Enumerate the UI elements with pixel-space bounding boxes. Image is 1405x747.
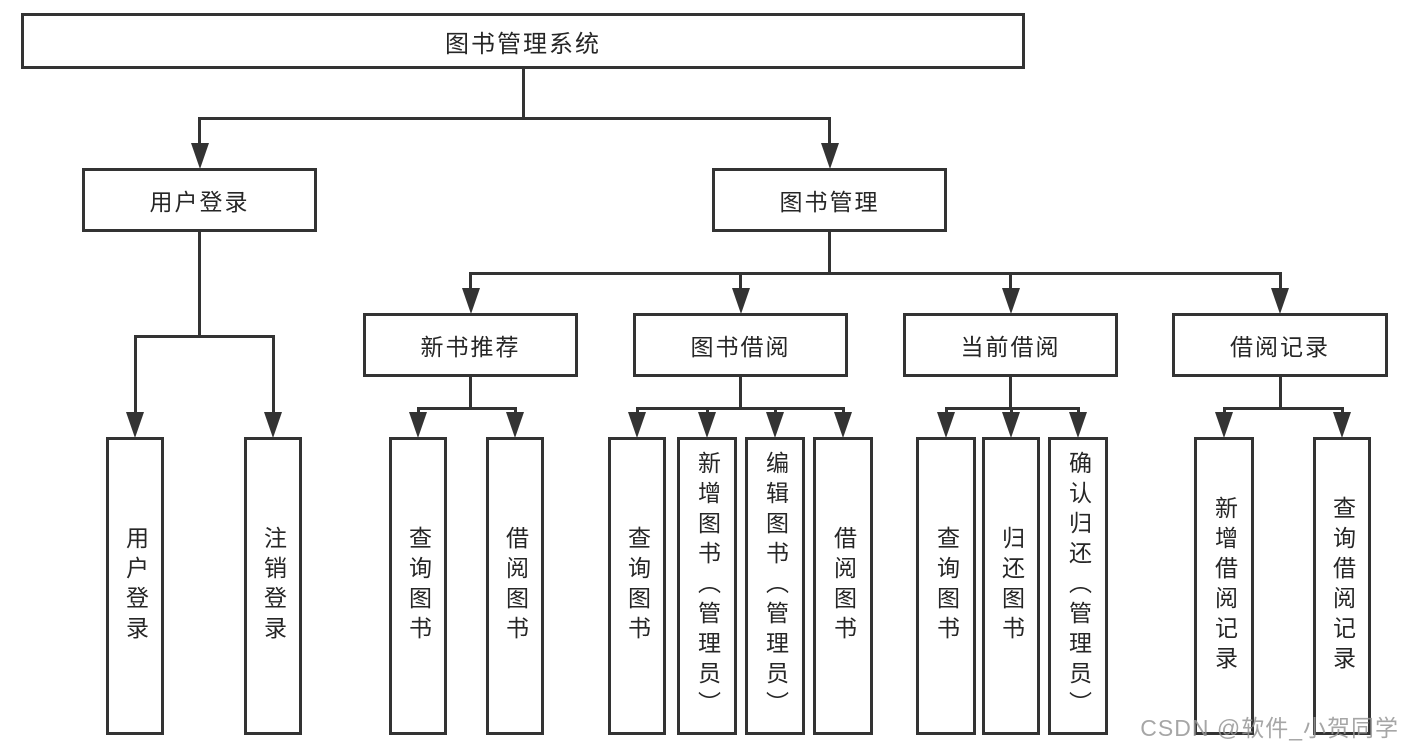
- arrowhead-down-icon: [409, 412, 427, 438]
- node-label: 新增图书（管理员）: [694, 451, 721, 721]
- node-label: 当前借阅: [960, 334, 1061, 360]
- node-leaf-borrow-book-rec: 借阅图书: [486, 437, 544, 735]
- node-book-mgmt: 图书管理: [712, 168, 947, 232]
- node-leaf-query-book-current: 查询图书: [916, 437, 976, 735]
- node-label: 归还图书: [998, 526, 1025, 646]
- node-label: 借阅记录: [1230, 334, 1330, 360]
- node-label: 图书管理: [779, 189, 880, 215]
- connector-line-vertical: [521, 68, 525, 120]
- connector-line-horizontal: [416, 406, 517, 410]
- arrowhead-down-icon: [461, 288, 480, 314]
- node-new-book-rec: 新书推荐: [363, 313, 578, 377]
- connector-line-vertical: [469, 376, 472, 410]
- csdn-watermark: CSDN @软件_小贺同学: [1140, 715, 1399, 741]
- node-book-borrow: 图书借阅: [633, 313, 848, 377]
- connector-line-vertical: [469, 273, 472, 295]
- connector-line-vertical: [133, 336, 137, 419]
- connector-line-vertical: [1009, 376, 1012, 410]
- connector-line-horizontal: [133, 334, 275, 338]
- arrowhead-down-icon: [264, 412, 282, 438]
- node-leaf-query-book-rec: 查询图书: [389, 437, 447, 735]
- arrowhead-down-icon: [1001, 288, 1020, 314]
- node-user-login: 用户登录: [82, 168, 317, 232]
- arrowhead-down-icon: [1215, 412, 1233, 438]
- node-leaf-user-login: 用户登录: [106, 437, 164, 735]
- node-label: 用户登录: [149, 189, 250, 215]
- connector-line-vertical: [198, 118, 201, 150]
- node-label: 查询图书: [933, 526, 960, 646]
- node-leaf-add-borrow-record: 新增借阅记录: [1194, 437, 1254, 735]
- connector-line-vertical: [1278, 273, 1282, 295]
- arrowhead-down-icon: [190, 143, 209, 169]
- connector-line-horizontal: [198, 116, 831, 120]
- connector-line-horizontal: [1222, 406, 1344, 410]
- node-leaf-query-borrow-record: 查询借阅记录: [1313, 437, 1371, 735]
- node-label: 用户登录: [122, 526, 149, 646]
- node-leaf-add-book: 新增图书（管理员）: [677, 437, 737, 735]
- connector-line-vertical: [1009, 273, 1012, 295]
- node-label: 图书管理系统: [445, 30, 601, 58]
- arrowhead-down-icon: [731, 288, 750, 314]
- connector-line-vertical: [828, 118, 831, 150]
- arrowhead-down-icon: [126, 412, 144, 438]
- connector-line-vertical: [739, 273, 742, 295]
- node-label: 编辑图书（管理员）: [762, 451, 789, 721]
- node-label: 新增借阅记录: [1211, 496, 1238, 676]
- node-leaf-confirm-return: 确认归还（管理员）: [1048, 437, 1108, 735]
- connector-line-vertical: [1278, 376, 1282, 410]
- arrowhead-down-icon: [1002, 412, 1020, 438]
- node-current-borrow: 当前借阅: [903, 313, 1118, 377]
- node-label: 查询图书: [405, 526, 432, 646]
- node-label: 注销登录: [260, 526, 287, 646]
- arrowhead-down-icon: [937, 412, 955, 438]
- node-label: 借阅图书: [830, 526, 857, 646]
- arrowhead-down-icon: [1271, 288, 1289, 314]
- node-label: 新书推荐: [420, 334, 521, 360]
- node-label: 查询图书: [624, 526, 651, 646]
- node-borrow-records: 借阅记录: [1172, 313, 1388, 377]
- connector-line-vertical: [828, 231, 831, 275]
- arrowhead-down-icon: [628, 412, 646, 438]
- arrowhead-down-icon: [1069, 412, 1087, 438]
- node-label: 查询借阅记录: [1329, 496, 1356, 676]
- arrowhead-down-icon: [506, 412, 524, 438]
- connector-line-vertical: [271, 336, 275, 419]
- connector-line-vertical: [739, 376, 742, 410]
- arrowhead-down-icon: [820, 143, 839, 169]
- arrowhead-down-icon: [766, 412, 784, 438]
- node-label: 图书借阅: [690, 334, 791, 360]
- node-root: 图书管理系统: [21, 13, 1025, 69]
- connector-line-horizontal: [635, 406, 845, 410]
- connector-line-vertical: [198, 231, 201, 338]
- arrowhead-down-icon: [834, 412, 852, 438]
- node-leaf-logout: 注销登录: [244, 437, 302, 735]
- node-leaf-query-book-borrow: 查询图书: [608, 437, 666, 735]
- node-label: 借阅图书: [502, 526, 529, 646]
- node-label: 确认归还（管理员）: [1065, 451, 1092, 721]
- node-leaf-borrow-book-borrow: 借阅图书: [813, 437, 873, 735]
- arrowhead-down-icon: [1333, 412, 1351, 438]
- node-leaf-edit-book: 编辑图书（管理员）: [745, 437, 805, 735]
- connector-line-horizontal: [469, 271, 1282, 275]
- node-leaf-return-book: 归还图书: [982, 437, 1040, 735]
- arrowhead-down-icon: [698, 412, 716, 438]
